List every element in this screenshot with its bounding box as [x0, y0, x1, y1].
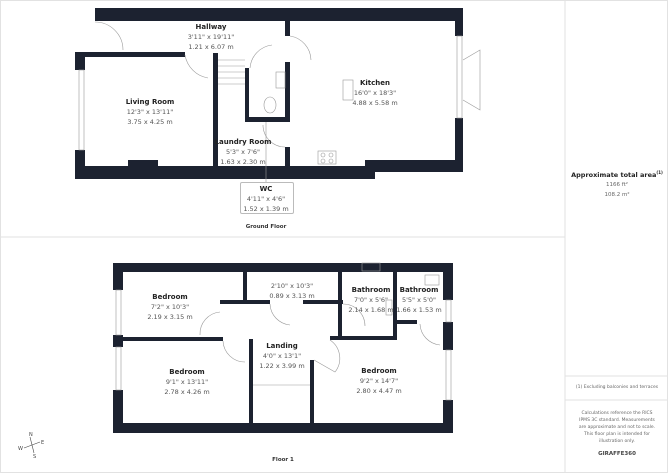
- room-metric: 2.78 x 4.26 m: [164, 388, 210, 396]
- room-metric: 1.22 x 3.99 m: [259, 362, 305, 370]
- room-wc: WC 4'11" x 4'6" 1.52 x 1.39 m: [243, 184, 288, 214]
- compass-w: W: [18, 446, 23, 452]
- floor-1-fixtures: [115, 262, 452, 401]
- room-name: Hallway: [195, 23, 227, 31]
- room-name: Bathroom: [351, 286, 391, 294]
- room-hallway: Hallway 3'11" x 19'11" 1.21 x 6.07 m: [188, 22, 234, 52]
- room-imperial: 7'2" x 10'3": [150, 303, 190, 311]
- brand-logo: GIRAFFE360: [598, 451, 636, 457]
- room-imperial: 7'0" x 5'6": [353, 296, 389, 304]
- ground-floor-walls: [75, 8, 463, 179]
- room-imperial: 4'0" x 13'1": [262, 352, 302, 360]
- room-metric: 2.80 x 4.47 m: [356, 387, 402, 395]
- floor-label-1: Floor 1: [272, 457, 294, 463]
- room-name: Laundry Room: [214, 138, 272, 146]
- room-metric: 4.88 x 5.58 m: [352, 99, 398, 107]
- room-name: Kitchen: [359, 79, 391, 87]
- ground-floor-fixtures: [78, 21, 481, 182]
- room-imperial: 5'3" x 7'6": [225, 148, 261, 156]
- room-landing: Landing 4'0" x 13'1" 1.22 x 3.99 m: [259, 341, 304, 371]
- room-name: Living Room: [125, 98, 175, 106]
- room-storage: 2'10" x 10'3" 0.89 x 3.13 m: [269, 281, 314, 301]
- room-name: Bedroom: [152, 293, 188, 301]
- compass-e: E: [41, 440, 44, 446]
- room-name: Bathroom: [399, 286, 439, 294]
- room-imperial: 9'2" x 14'7": [359, 377, 399, 385]
- room-kitchen: Kitchen 16'0" x 18'3" 4.88 x 5.58 m: [352, 78, 397, 108]
- room-bathroom-2: Bathroom 5'5" x 5'0" 1.66 x 1.53 m: [396, 285, 441, 315]
- footnote: (1) Excluding balconies and terraces: [575, 385, 659, 390]
- room-metric: 1.63 x 2.30 m: [220, 158, 266, 166]
- room-imperial: 3'11" x 19'11": [187, 33, 235, 41]
- room-bedroom-1: Bedroom 7'2" x 10'3" 2.19 x 3.15 m: [147, 292, 192, 322]
- area-imperial: 1166 ft²: [606, 182, 628, 188]
- wc-label-box: [240, 182, 294, 214]
- room-metric: 2.19 x 3.15 m: [147, 313, 193, 321]
- room-bedroom-3: Bedroom 9'2" x 14'7" 2.80 x 4.47 m: [356, 366, 401, 396]
- total-area-title-text: Approximate total area: [571, 171, 657, 180]
- room-imperial: 5'5" x 5'0": [401, 296, 437, 304]
- room-name: Landing: [266, 342, 298, 350]
- room-metric: 2.14 x 1.68 m: [348, 306, 394, 314]
- compass-icon: [23, 436, 41, 454]
- footnote-marker: (1): [656, 170, 663, 175]
- floor-label-ground: Ground Floor: [245, 224, 287, 230]
- room-metric: 3.75 x 4.25 m: [127, 118, 173, 126]
- room-metric: 1.21 x 6.07 m: [188, 43, 234, 51]
- room-metric: 1.52 x 1.39 m: [243, 205, 289, 213]
- area-metric: 108.2 m²: [604, 192, 630, 198]
- room-imperial: 2'10" x 10'3": [270, 282, 314, 290]
- room-imperial: 4'11" x 4'6": [246, 195, 286, 203]
- room-bathroom-1: Bathroom 7'0" x 5'6" 2.14 x 1.68 m: [348, 285, 393, 315]
- total-area-title: Approximate total area(1): [566, 170, 668, 179]
- room-laundry: Laundry Room 5'3" x 7'6" 1.63 x 2.30 m: [215, 137, 272, 167]
- room-name: Bedroom: [361, 367, 397, 375]
- floor-1-walls: [113, 263, 453, 433]
- room-metric: 0.89 x 3.13 m: [269, 292, 315, 300]
- room-imperial: 16'0" x 18'3": [353, 89, 397, 97]
- room-imperial: 12'3" x 13'11": [126, 108, 174, 116]
- compass-s: S: [33, 454, 36, 460]
- room-name: Bedroom: [169, 368, 205, 376]
- compass-n: N: [29, 432, 33, 438]
- room-name: WC: [259, 185, 273, 193]
- disclaimer: Calculations reference the RICS IPMS 3C …: [578, 411, 656, 444]
- room-bedroom-2: Bedroom 9'1" x 13'11" 2.78 x 4.26 m: [164, 367, 209, 397]
- room-living-room: Living Room 12'3" x 13'11" 3.75 x 4.25 m: [126, 97, 175, 127]
- room-imperial: 9'1" x 13'11": [165, 378, 209, 386]
- room-metric: 1.66 x 1.53 m: [396, 306, 442, 314]
